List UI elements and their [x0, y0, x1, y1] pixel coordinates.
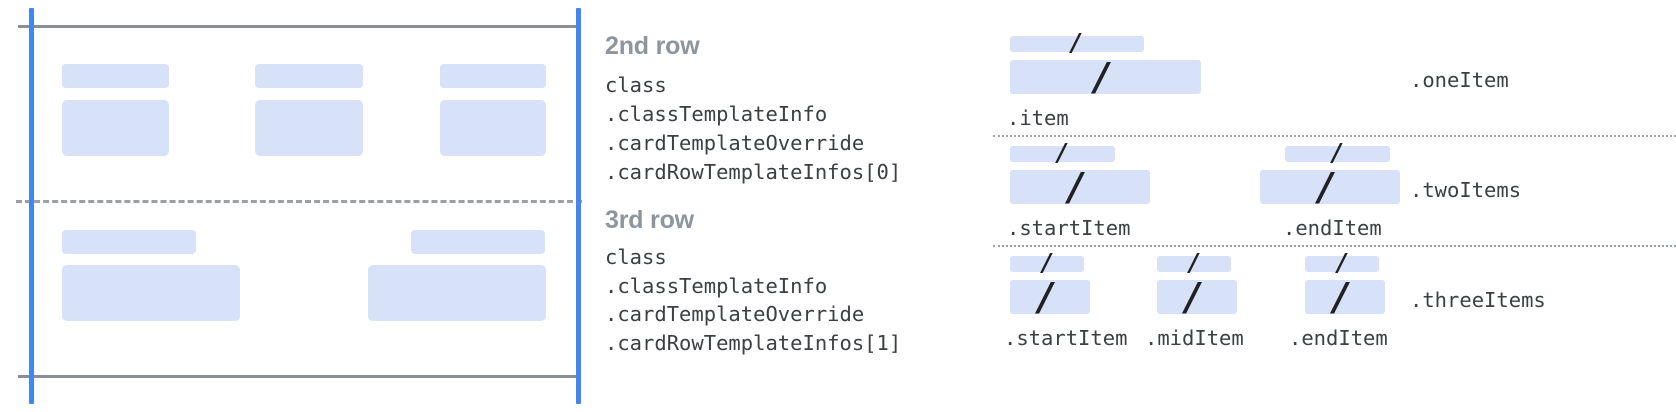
label-bar-slash-icon: / [1057, 138, 1066, 167]
row2-heading: 2nd row [605, 32, 700, 60]
threeitems-startitem-body-block: / [1010, 274, 1090, 319]
row3-cell2-label-bar [411, 230, 545, 254]
twoitems-enditem-body-block: / [1260, 164, 1400, 209]
label-bar-slash-icon: / [1042, 248, 1051, 277]
oneitem-item-label-bar: / [1010, 31, 1144, 55]
row2-path-line-1: class [605, 73, 667, 97]
row2-path-line-2: .classTemplateInfo [605, 102, 828, 126]
row3-cell1-label-bar [62, 230, 196, 254]
item-layout-variants: / / .item .oneItem / / .startItem / / .e… [985, 0, 1676, 412]
oneitem-variant-name: .oneItem [1410, 68, 1509, 92]
row3-heading: 3rd row [605, 206, 694, 234]
row2-cell3-body-block [440, 100, 546, 156]
body-block-slash-icon: / [1185, 274, 1199, 319]
card-rows-template-diagram [0, 0, 600, 412]
label-bar-slash-icon: / [1337, 248, 1346, 277]
threeitems-miditem-label-bar: / [1157, 251, 1231, 275]
label-bar-slash-icon: / [1332, 138, 1341, 167]
row2-path-line-4: .cardRowTemplateInfos[0] [605, 160, 902, 184]
card-top-border [18, 25, 580, 28]
threeitems-enditem-label-bar: / [1305, 251, 1379, 275]
body-block-slash-icon: / [1094, 54, 1108, 99]
row2-cell1-body-block [62, 100, 169, 156]
twoitems-enditem-name: .endItem [1283, 216, 1382, 240]
body-block-slash-icon: / [1038, 274, 1052, 319]
threeitems-miditem-name: .midItem [1145, 326, 1244, 350]
row2-cell3-label-bar [440, 64, 546, 88]
twoitems-enditem-label-bar: / [1285, 141, 1390, 165]
row2-cell1-label-bar [62, 64, 169, 88]
threeitems-startitem-label-bar: / [1010, 251, 1084, 275]
variant-separator-2 [993, 245, 1676, 247]
threeitems-miditem-body-block: / [1157, 274, 1237, 319]
label-bar-slash-icon: / [1071, 28, 1080, 57]
twoitems-startitem-body-block: / [1010, 164, 1150, 209]
oneitem-item-name: .item [1007, 106, 1069, 130]
twoitems-startitem-label-bar: / [1010, 141, 1115, 165]
row-class-paths: 2nd row class .classTemplateInfo .cardTe… [605, 0, 945, 412]
body-block-slash-icon: / [1333, 274, 1347, 319]
row3-path-line-1: class [605, 245, 667, 269]
threeitems-startitem-name: .startItem [1004, 326, 1128, 350]
row3-path-line-3: .cardTemplateOverride [605, 302, 865, 326]
row3-path-line-2: .classTemplateInfo [605, 274, 828, 298]
card-bottom-border [18, 375, 580, 378]
row-separator-dashed [16, 200, 582, 203]
card-left-guide [29, 8, 34, 404]
variant-separator-1 [993, 135, 1676, 137]
twoitems-variant-name: .twoItems [1410, 178, 1522, 202]
label-bar-slash-icon: / [1189, 248, 1198, 277]
row3-cell1-body-block [62, 265, 240, 321]
oneitem-item-body-block: / [1010, 54, 1201, 99]
threeitems-enditem-body-block: / [1305, 274, 1385, 319]
body-block-slash-icon: / [1068, 164, 1082, 209]
body-block-slash-icon: / [1318, 164, 1332, 209]
row2-cell2-label-bar [255, 64, 363, 88]
row2-cell2-body-block [255, 100, 363, 156]
threeitems-enditem-name: .endItem [1289, 326, 1388, 350]
row3-cell2-body-block [368, 265, 546, 321]
row2-path-line-3: .cardTemplateOverride [605, 131, 865, 155]
card-right-guide [576, 8, 581, 404]
threeitems-variant-name: .threeItems [1410, 288, 1546, 312]
twoitems-startitem-name: .startItem [1007, 216, 1131, 240]
row3-path-line-4: .cardRowTemplateInfos[1] [605, 331, 902, 355]
